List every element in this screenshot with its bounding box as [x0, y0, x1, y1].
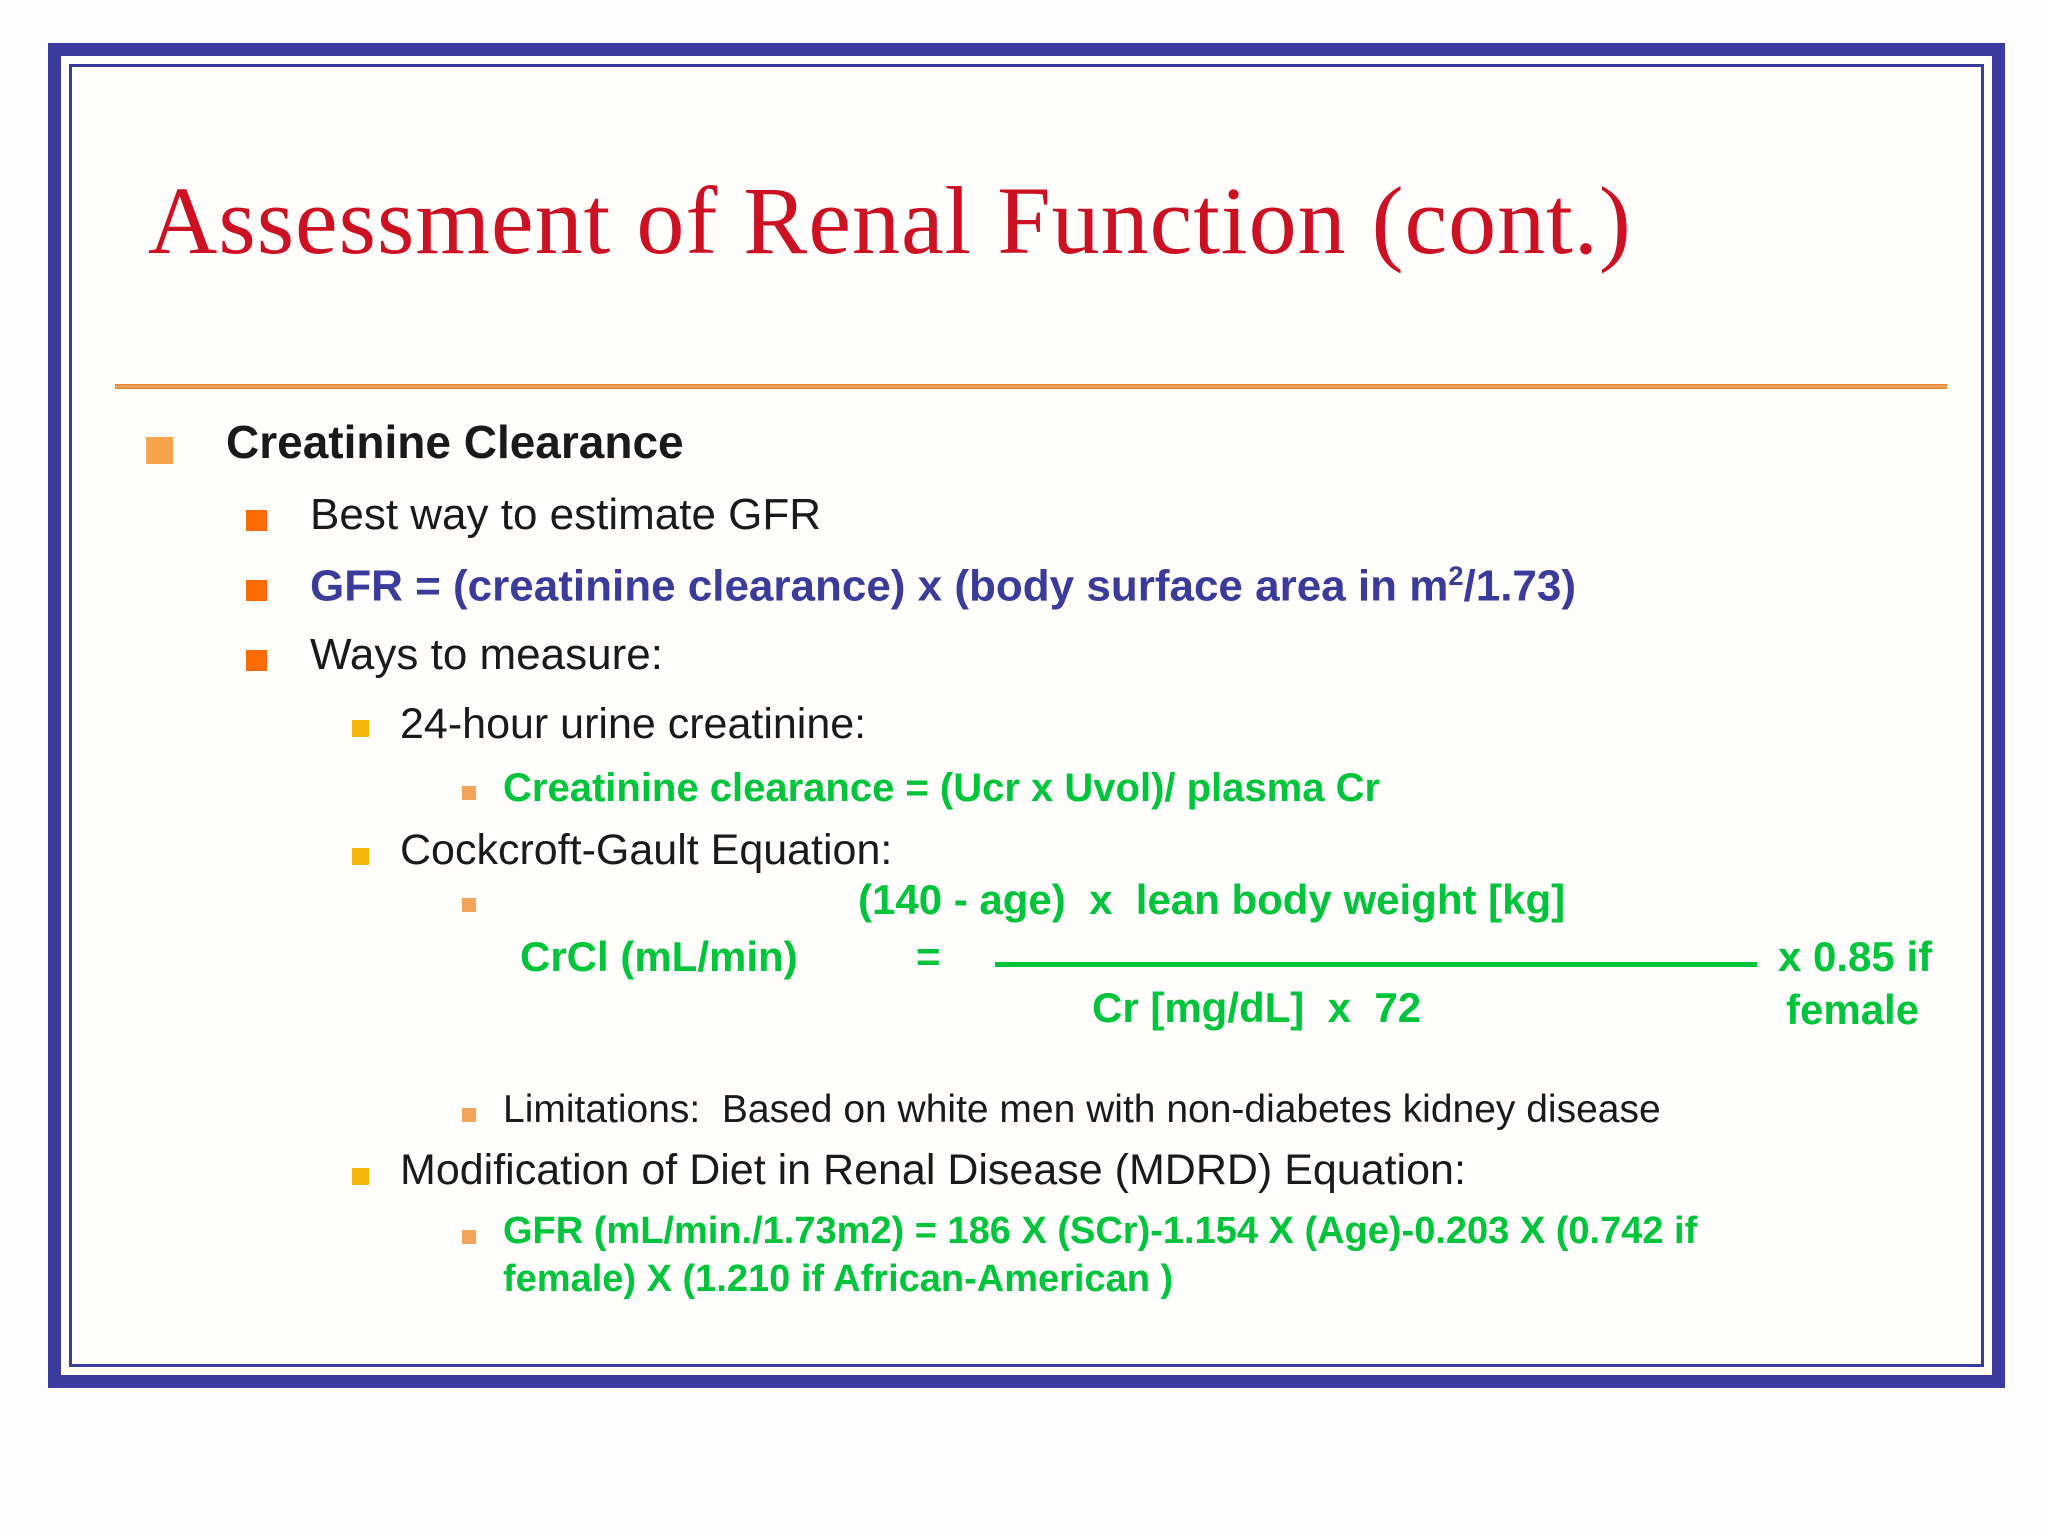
- bullet-l4-icon: [462, 1108, 476, 1122]
- crcl-equation-lhs: CrCl (mL/min): [520, 933, 798, 980]
- bullet-l2-icon: [246, 650, 267, 671]
- crcl-equation-equals: =: [916, 933, 941, 980]
- gfr-formula-tail: /1.73): [1463, 561, 1577, 611]
- item-ways-to-measure: Ways to measure:: [310, 630, 663, 679]
- item-best-way: Best way to estimate GFR: [310, 490, 822, 539]
- item-mdrd-formula-line2: female) X (1.210 if African-American ): [503, 1258, 1174, 1300]
- item-mdrd: Modification of Diet in Renal Disease (M…: [400, 1146, 1466, 1194]
- bullet-l4-icon: [462, 1230, 476, 1244]
- item-cockcroft-gault: Cockcroft-Gault Equation:: [400, 826, 893, 874]
- bullet-l3-icon: [352, 848, 369, 865]
- bullet-l4-icon: [462, 786, 476, 800]
- bullet-l2-icon: [246, 510, 267, 531]
- item-cc-formula: Creatinine clearance = (Ucr x Uvol)/ pla…: [503, 766, 1381, 810]
- item-limitations: Limitations: Based on white men with non…: [503, 1088, 1661, 1131]
- fraction-bar: [995, 962, 1757, 967]
- title-divider: [115, 384, 1947, 389]
- gfr-formula-superscript: 2: [1448, 560, 1464, 591]
- bullet-l2-icon: [246, 580, 267, 601]
- slide-inner-border: [69, 64, 1984, 1367]
- crcl-equation-side-factor: x 0.85 if: [1778, 933, 1933, 980]
- slide-title: Assessment of Renal Function (cont.): [148, 167, 1632, 274]
- crcl-equation-side-factor-cond: female: [1786, 986, 1920, 1033]
- item-gfr-formula: GFR = (creatinine clearance) x (body sur…: [310, 560, 1576, 612]
- crcl-equation-numerator: (140 - age) x lean body weight [kg]: [858, 876, 1566, 923]
- item-mdrd-formula-line1: GFR (mL/min./1.73m2) = 186 X (SCr)-1.154…: [503, 1210, 1698, 1252]
- bullet-l3-icon: [352, 720, 369, 737]
- bullet-l1-icon: [146, 437, 173, 464]
- heading-creatinine-clearance: Creatinine Clearance: [226, 416, 684, 468]
- bullet-l3-icon: [352, 1168, 369, 1185]
- slide-outer-border: [48, 43, 2005, 1388]
- gfr-formula-text: GFR = (creatinine clearance) x (body sur…: [310, 561, 1449, 611]
- item-24h-urine: 24-hour urine creatinine:: [400, 700, 867, 748]
- crcl-equation-denominator: Cr [mg/dL] x 72: [1092, 984, 1422, 1031]
- bullet-l4-icon: [462, 898, 476, 912]
